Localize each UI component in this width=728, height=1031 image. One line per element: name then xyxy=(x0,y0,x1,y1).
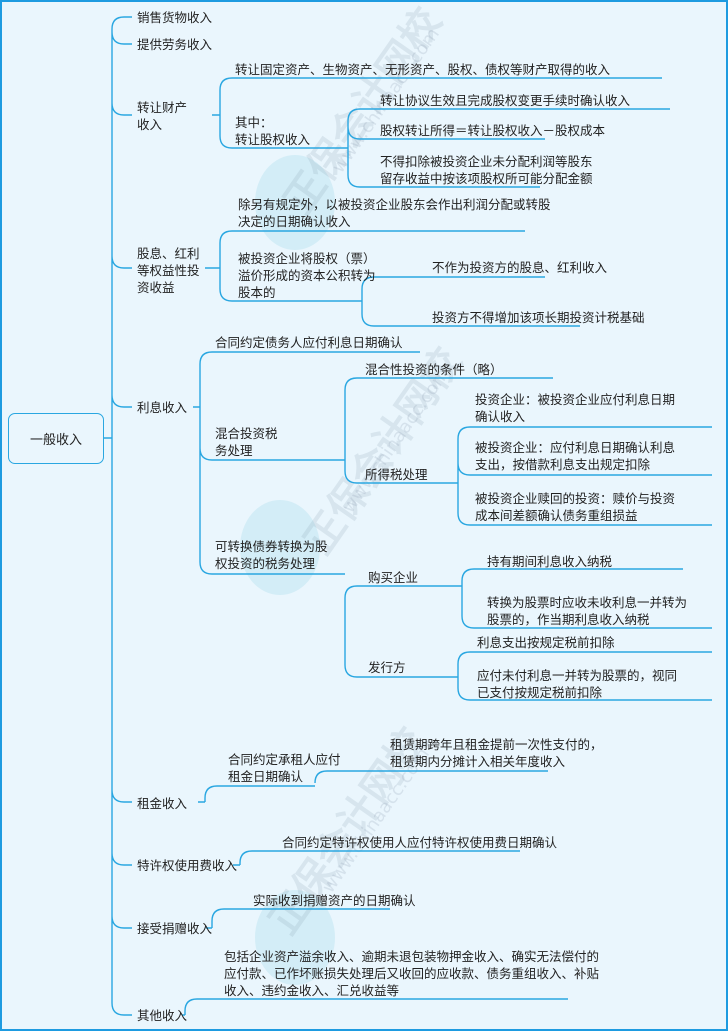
node-sales[interactable]: 销售货物收入 xyxy=(137,10,213,25)
node-interest[interactable]: 利息收入 xyxy=(137,400,188,415)
node-dividend[interactable]: 股息、红利等权益性投资收益 xyxy=(137,246,200,295)
node-service[interactable]: 提供劳务收入 xyxy=(137,37,213,52)
node-hybrid[interactable]: 混合投资税务处理 xyxy=(215,426,278,458)
node-tax-3[interactable]: 被投资企业赎回的投资：赎价与投资成本间差额确认债务重组损益 xyxy=(475,491,676,523)
root-node[interactable]: 一般收入 xyxy=(8,413,104,464)
node-issuer[interactable]: 发行方 xyxy=(368,660,406,675)
node-dividend-rule[interactable]: 除另有规定外，以被投资企业股东会作出利润分配或转股决定的日期确认收入 xyxy=(238,197,551,229)
node-rent-contract[interactable]: 合同约定承租人应付租金日期确认 xyxy=(228,752,341,784)
node-interest-contract[interactable]: 合同约定债务人应付利息日期确认 xyxy=(215,335,403,350)
node-buyer[interactable]: 购买企业 xyxy=(368,570,419,585)
node-issuer-1[interactable]: 利息支出按规定税前扣除 xyxy=(477,635,615,650)
node-equity-1[interactable]: 转让协议生效且完成股权变更手续时确认收入 xyxy=(380,93,631,108)
node-capital-1[interactable]: 不作为投资方的股息、红利收入 xyxy=(432,260,608,275)
node-rent-detail[interactable]: 租赁期跨年且租金提前一次性支付的，租赁期内分摊计入相关年度收入 xyxy=(390,737,603,769)
node-royalty-detail[interactable]: 合同约定特许权使用人应付特许权使用费日期确认 xyxy=(282,835,558,850)
node-hybrid-condition[interactable]: 混合性投资的条件（略） xyxy=(365,362,503,377)
node-equity-transfer[interactable]: 其中：转让股权收入 xyxy=(235,115,311,147)
node-equity-2[interactable]: 股权转让所得＝转让股权收入－股权成本 xyxy=(380,123,606,138)
node-equity-3[interactable]: 不得扣除被投资企业未分配利润等股东留存收益中按该项股权所可能分配金额 xyxy=(380,154,593,186)
node-other[interactable]: 其他收入 xyxy=(137,1008,188,1023)
node-royalty[interactable]: 特许权使用费收入 xyxy=(137,858,238,873)
node-capital-reserve[interactable]: 被投资企业将股权（票）溢价形成的资本公积转为股本的 xyxy=(238,251,376,300)
node-tax-2[interactable]: 被投资企业：应付利息日期确认利息支出，按借款利息支出规定扣除 xyxy=(475,440,676,472)
watermark-logo xyxy=(255,890,335,985)
node-donation[interactable]: 接受捐赠收入 xyxy=(137,921,213,936)
node-convertible[interactable]: 可转换债券转换为股权投资的税务处理 xyxy=(215,539,328,571)
node-other-detail[interactable]: 包括企业资产溢余收入、逾期未退包装物押金收入、确实无法偿付的应付款、已作坏账损失… xyxy=(224,949,600,998)
node-issuer-2[interactable]: 应付未付利息一并转为股票的，视同已支付按规定税前扣除 xyxy=(477,668,678,700)
node-donation-detail[interactable]: 实际收到捐赠资产的日期确认 xyxy=(253,893,416,908)
node-buyer-1[interactable]: 持有期间利息收入纳税 xyxy=(487,554,613,569)
node-tax[interactable]: 所得税处理 xyxy=(365,467,428,482)
watermark-logo xyxy=(255,155,335,250)
node-buyer-2[interactable]: 转换为股票时应收未收利息一并转为股票的，作当期利息收入纳税 xyxy=(487,595,688,627)
watermark-logo xyxy=(240,500,320,595)
root-label: 一般收入 xyxy=(29,433,82,448)
node-capital-2[interactable]: 投资方不得增加该项长期投资计税基础 xyxy=(432,310,645,325)
branch-connectors xyxy=(103,16,712,1016)
node-rent[interactable]: 租金收入 xyxy=(137,796,188,811)
node-property[interactable]: 转让财产收入 xyxy=(137,100,188,132)
node-tax-1[interactable]: 投资企业：被投资企业应付利息日期确认收入 xyxy=(475,392,676,424)
node-property-general[interactable]: 转让固定资产、生物资产、无形资产、股权、债权等财产取得的收入 xyxy=(235,62,611,77)
